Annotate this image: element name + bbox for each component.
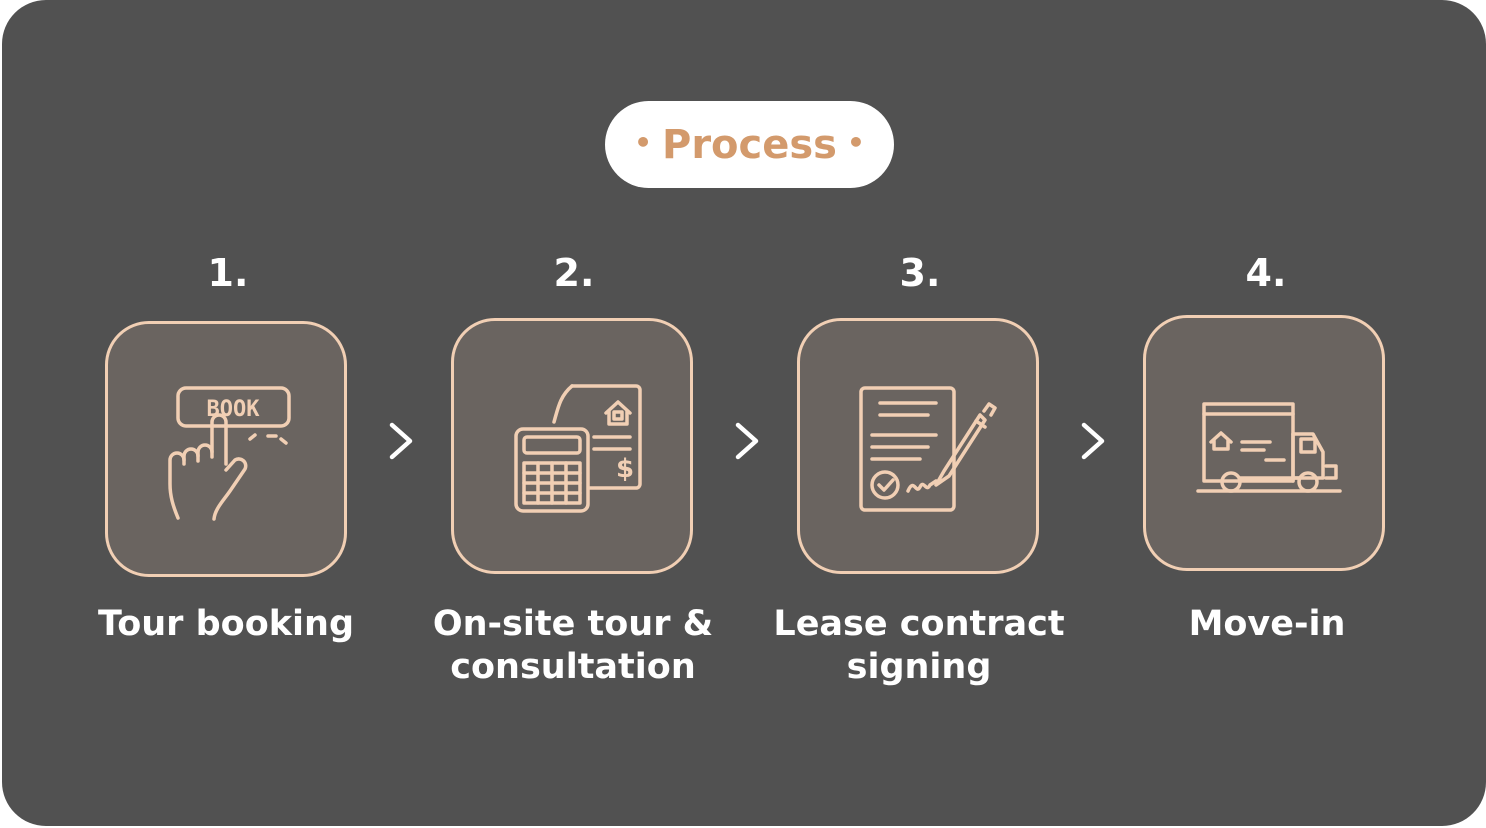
svg-text:$: $ bbox=[616, 454, 634, 484]
step-3-card bbox=[797, 318, 1039, 574]
calculator-property-document-icon: $ bbox=[514, 384, 642, 513]
chevron-right-icon bbox=[735, 422, 759, 460]
contract-signing-pen-icon bbox=[859, 386, 997, 512]
step-1-number: 1. bbox=[207, 251, 249, 295]
chevron-right-icon bbox=[389, 422, 413, 460]
step-4-label: Move-in bbox=[1188, 604, 1346, 644]
step-4-card bbox=[1143, 315, 1385, 571]
process-title-pill: • Process • bbox=[605, 101, 894, 188]
bullet-dot: • bbox=[634, 126, 652, 159]
process-title: Process bbox=[662, 121, 837, 168]
step-3-label: Lease contract signing bbox=[773, 604, 1065, 687]
step-2-number: 2. bbox=[553, 251, 595, 295]
step-3-number: 3. bbox=[899, 251, 941, 295]
step-2-card: $ bbox=[451, 318, 693, 574]
step-1-card: BOOK bbox=[105, 321, 347, 577]
book-button-hand-icon: BOOK bbox=[168, 386, 291, 521]
step-4-number: 4. bbox=[1245, 251, 1287, 295]
step-1-label: Tour booking bbox=[97, 604, 355, 644]
step-2-label: On-site tour & consultation bbox=[432, 604, 714, 687]
moving-truck-icon bbox=[1196, 402, 1342, 493]
bullet-dot: • bbox=[846, 126, 865, 159]
chevron-right-icon bbox=[1081, 422, 1105, 460]
